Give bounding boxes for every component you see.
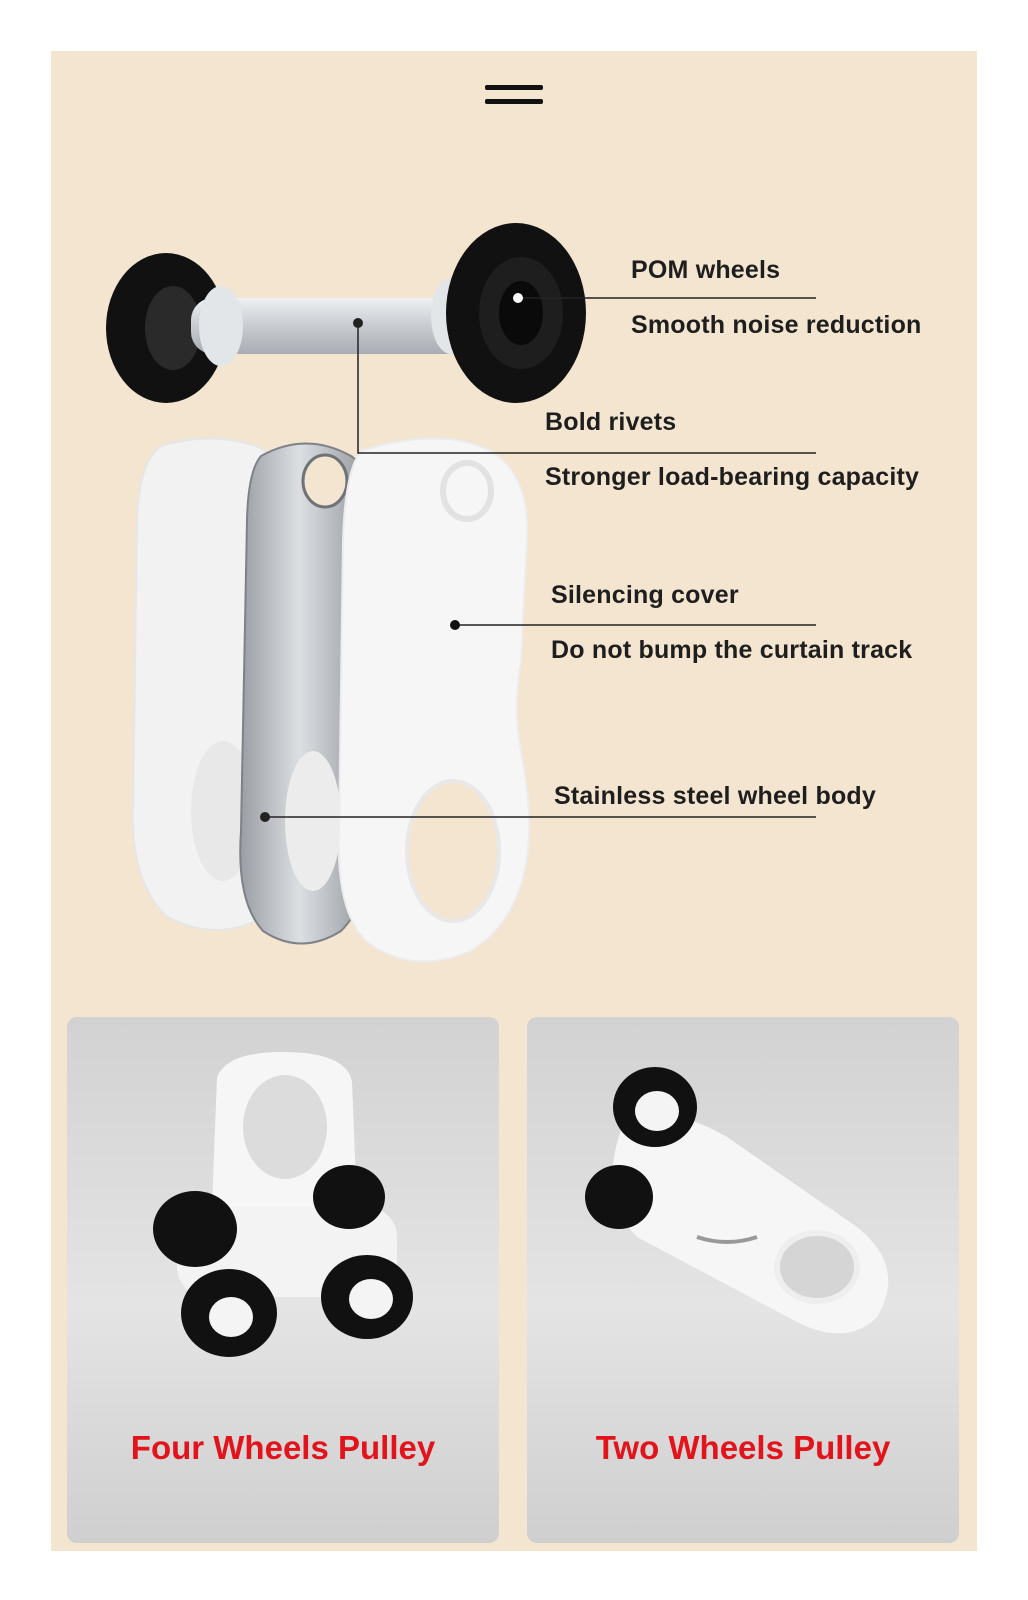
pom-wheels-desc: Smooth noise reduction [631,311,922,339]
bold-rivets-desc: Stronger load-bearing capacity [545,463,920,491]
steel-body-title: Stainless steel wheel body [554,782,876,810]
product-card-four-wheels: Four Wheels Pulley [67,1017,499,1543]
pom-wheels-title: POM wheels [631,256,781,284]
two-wheels-pulley-image [585,1067,889,1334]
four-wheels-label: Four Wheels Pulley [130,1429,436,1466]
silencing-cover-desc: Do not bump the curtain track [551,636,913,664]
silencing-cover-title: Silencing cover [551,581,739,609]
product-infographic: POM wheels Smooth noise reduction Bold r… [51,51,977,1551]
menu-icon[interactable] [485,85,543,109]
product-card-two-wheels: Two Wheels Pulley [527,1017,959,1543]
bold-rivets-title: Bold rivets [545,408,677,436]
four-wheels-pulley-image [153,1052,413,1357]
exploded-pulley-illustration [106,223,816,963]
two-wheels-label: Two Wheels Pulley [595,1429,891,1466]
pom-wheel-axle [106,223,586,403]
